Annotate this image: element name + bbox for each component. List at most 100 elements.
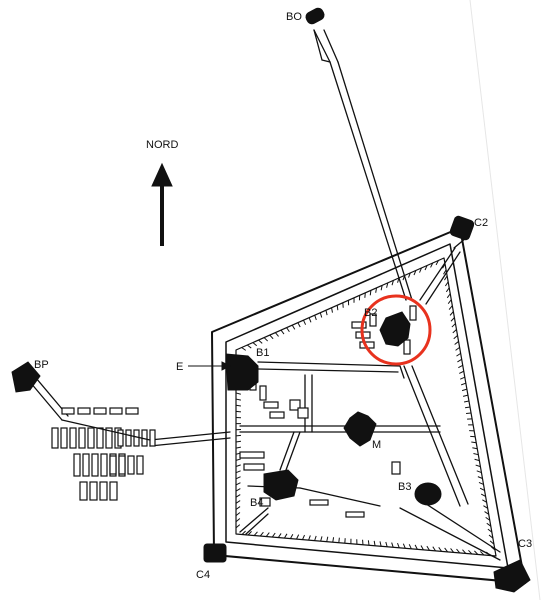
label-c2: C2 <box>474 217 488 229</box>
hatch-mark <box>308 317 312 323</box>
hatch-mark <box>444 281 449 287</box>
hatch-mark <box>235 404 242 407</box>
hatch-mark <box>252 342 258 347</box>
hatch-mark <box>444 275 448 281</box>
hatch-mark <box>320 536 323 542</box>
hatch-mark <box>446 293 451 299</box>
label-b4: B4 <box>250 497 263 509</box>
hatch-mark <box>308 535 311 541</box>
label-c3: C3 <box>518 538 532 550</box>
barrack <box>60 427 68 449</box>
hatch-mark <box>235 440 242 443</box>
barrack <box>77 407 91 415</box>
hatch-mark <box>235 512 241 516</box>
hatch-mark <box>314 315 317 321</box>
hatch-mark <box>460 376 465 380</box>
hatch-mark <box>386 282 389 288</box>
label-e: E <box>176 361 183 373</box>
hatch-mark <box>462 549 467 554</box>
hatch-mark <box>476 470 482 474</box>
hatch-mark <box>235 500 241 504</box>
barrack <box>78 427 86 449</box>
hatch-mark <box>483 505 488 509</box>
barrack <box>109 407 123 415</box>
hatch-mark <box>489 540 495 545</box>
hatch-mark <box>385 541 388 547</box>
barrack <box>109 481 118 501</box>
barrack <box>96 427 104 449</box>
hatch-mark <box>413 270 417 276</box>
hatch-mark <box>456 352 461 357</box>
hatch-mark <box>488 534 494 539</box>
hatch-mark <box>338 537 340 543</box>
label-b2: B2 <box>364 307 377 319</box>
hatch-mark <box>303 319 307 325</box>
north-arrow <box>151 162 173 246</box>
bastion-m <box>343 411 377 447</box>
hatch-mark <box>235 410 242 413</box>
hatch-mark <box>451 323 456 328</box>
hatch-mark <box>462 394 469 397</box>
hatch-mark <box>325 310 328 316</box>
hatch-mark <box>235 524 241 529</box>
hatch-mark <box>274 332 279 337</box>
hatch-mark <box>296 534 300 540</box>
hatch-mark <box>432 546 436 552</box>
hatch-mark <box>291 324 296 330</box>
hatch-mark <box>402 543 406 549</box>
hatch-mark <box>454 341 459 345</box>
hatch-mark <box>447 299 452 304</box>
hatch-mark <box>485 516 491 521</box>
barrack <box>73 453 81 477</box>
hatch-mark <box>426 545 430 551</box>
hatch-mark <box>314 535 317 541</box>
hatch-mark <box>457 358 462 363</box>
label-b3: B3 <box>398 481 411 493</box>
road-to-bo <box>313 29 413 301</box>
barrack <box>91 453 99 477</box>
hatch-mark <box>419 267 422 273</box>
hatch-mark <box>247 531 252 536</box>
barrack <box>136 455 144 475</box>
barrack <box>118 455 126 475</box>
hatch-mark <box>331 307 333 313</box>
hatch-mark <box>286 327 290 333</box>
hatch-mark <box>471 441 477 444</box>
hatch-mark <box>430 262 434 268</box>
hatch-mark <box>474 550 479 555</box>
bastion-c4 <box>203 543 227 563</box>
barrack <box>61 407 75 415</box>
hatch-mark <box>449 311 454 316</box>
hatch-mark <box>280 329 285 335</box>
barrack <box>69 427 77 449</box>
hatch-mark <box>369 290 372 296</box>
buildings <box>239 305 417 518</box>
hatch-mark <box>408 272 411 278</box>
barrack <box>125 407 139 415</box>
hatch-mark <box>484 511 489 515</box>
entrance-arrow <box>188 361 232 371</box>
hatch-mark <box>235 482 241 486</box>
hatch-mark <box>480 493 486 497</box>
hatch-mark <box>442 263 446 269</box>
hatch-mark <box>464 406 471 409</box>
barrack <box>51 427 59 449</box>
label-m: M <box>372 439 381 451</box>
hatch-mark <box>336 305 339 311</box>
hatch-mark <box>235 476 241 480</box>
barrack <box>127 455 135 475</box>
barrack <box>99 481 108 501</box>
hatch-mark <box>302 534 305 540</box>
hatch-mark <box>474 458 480 462</box>
hatch-mark <box>235 392 241 395</box>
hatch-mark <box>424 265 428 271</box>
label-c4: C4 <box>196 569 210 581</box>
barrack <box>133 429 140 447</box>
hatch-mark <box>472 447 478 450</box>
hatch-mark <box>438 547 442 552</box>
hatch-mark <box>259 531 264 537</box>
barrack <box>100 453 108 477</box>
hatch-mark <box>241 347 247 351</box>
hatch-mark <box>265 532 270 537</box>
